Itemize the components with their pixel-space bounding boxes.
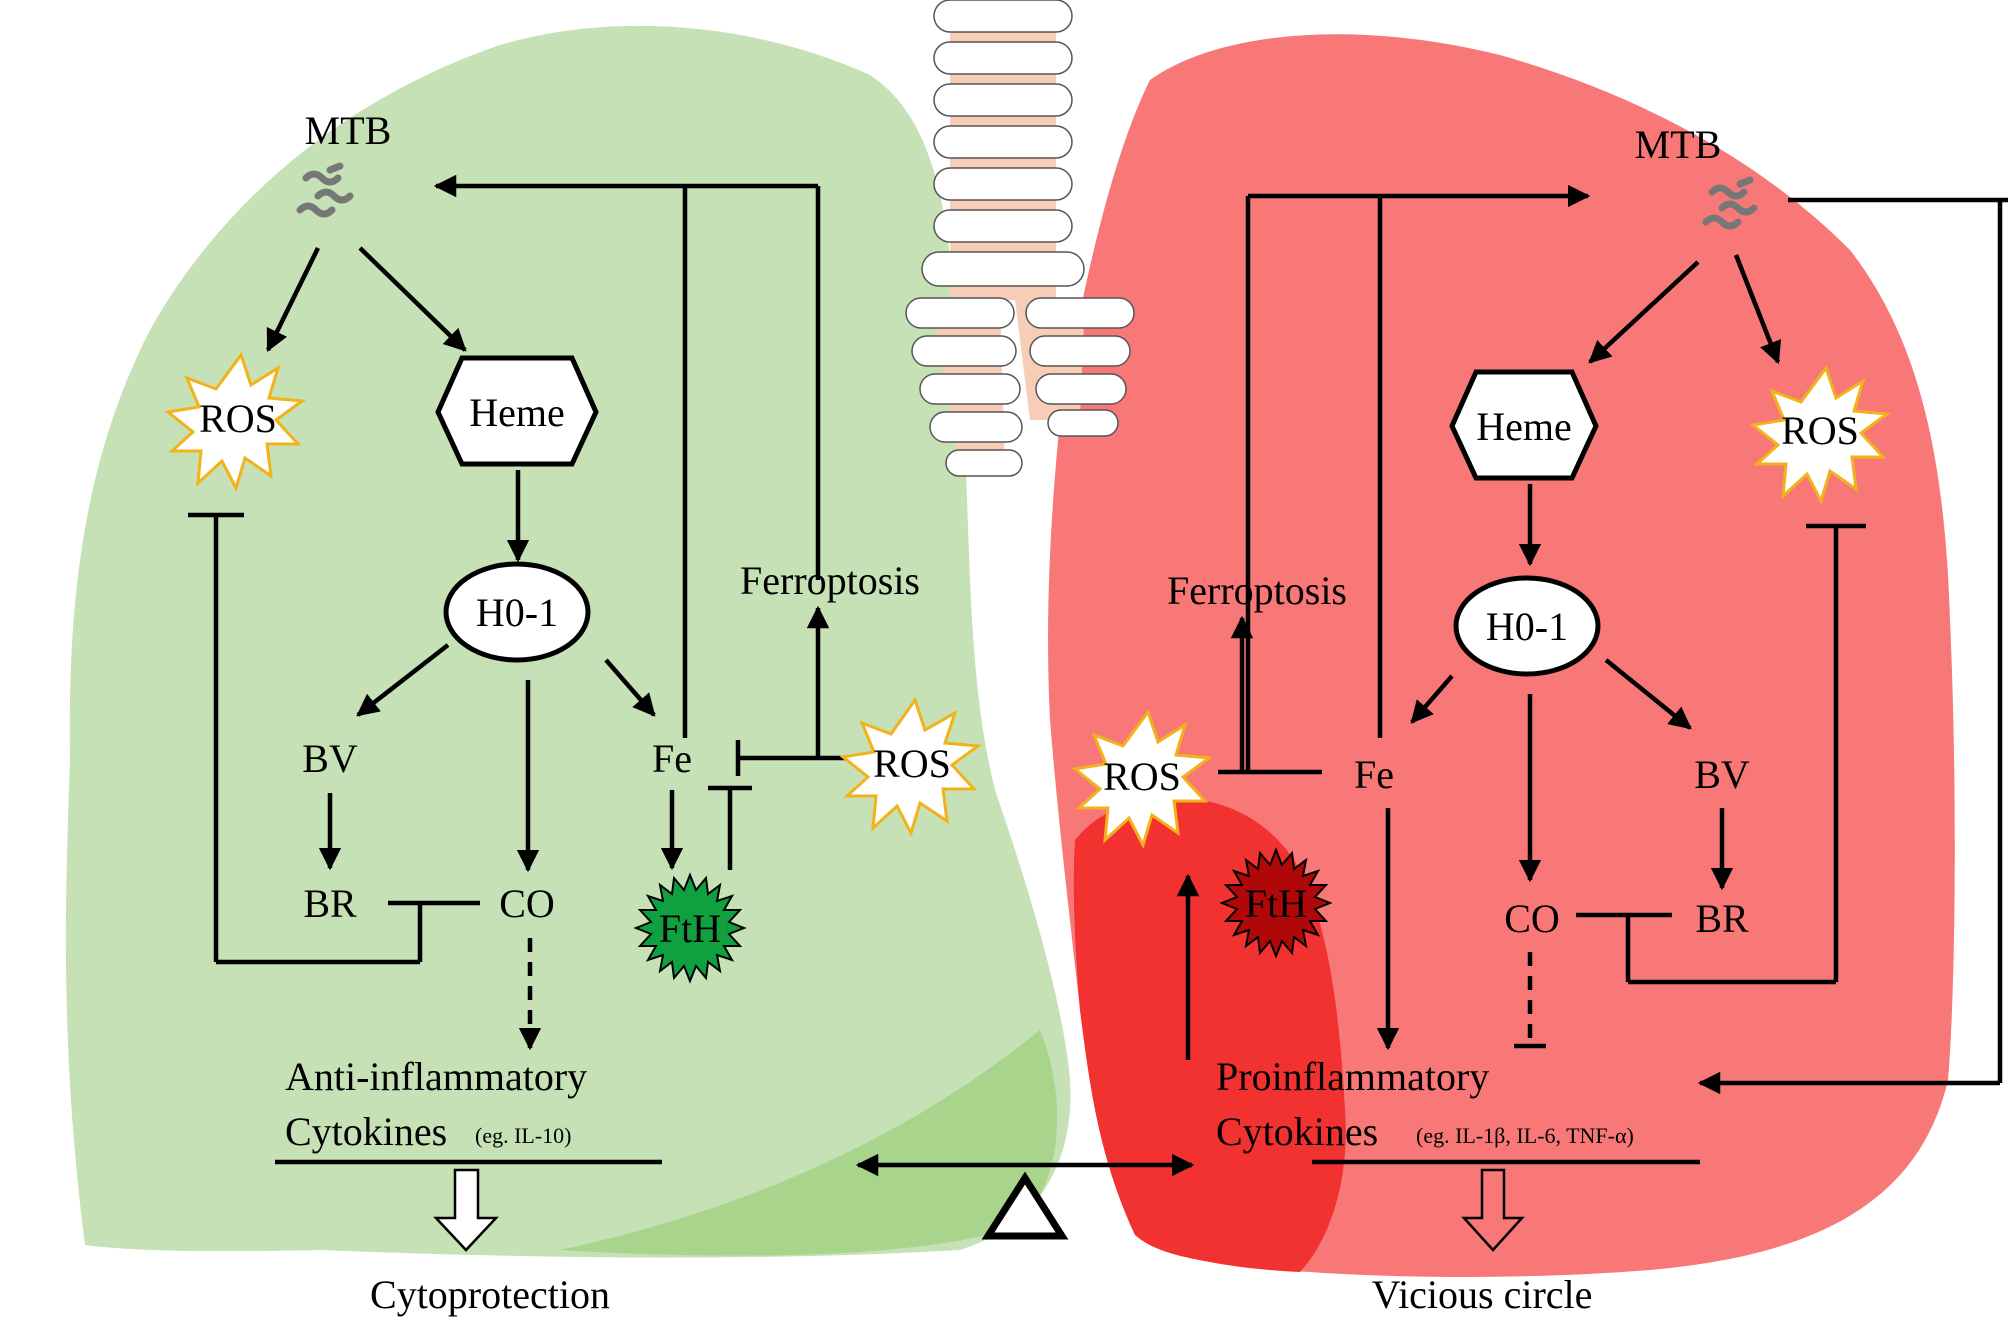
fulcrum-triangle [981,1171,1069,1240]
heme-label: Heme [1476,404,1572,449]
co-label: CO [1504,896,1560,941]
ros-burst-shape [1071,708,1214,849]
left-panel: MTB ROS Heme H0-1 BV BR CO [164,108,983,1317]
cytokines-example-label: (eg. IL-1β, IL-6, TNF-α) [1416,1123,1634,1148]
cytokines-label: Cytokines [285,1109,447,1154]
heme-hexagon [1449,369,1599,481]
heme-hexagon [435,355,599,467]
ros-burst-shape [1749,364,1892,505]
fe-label: Fe [1354,752,1394,797]
ros-burst-shape [164,351,307,492]
cytoprotection-hollow-arrow [433,1168,499,1252]
ferroptosis-label: Ferroptosis [740,558,920,603]
cytokines-example-label: (eg. IL-10) [475,1123,572,1148]
mtb-bacteria-icon [296,162,354,218]
ros-label: ROS [1103,754,1181,799]
fth-burst-shape [633,872,747,984]
ros-label: ROS [199,396,277,441]
ho1-ellipse [443,561,591,663]
fth-label: FtH [659,906,721,951]
vicious-circle-hollow-arrow [1461,1168,1525,1252]
fth-label: FtH [1245,881,1307,926]
br-label: BR [1695,896,1749,941]
right-panel: MTB Heme ROS H0-1 Ferroptosi [1071,122,2008,1317]
bv-label: BV [1694,752,1750,797]
fe-label: Fe [652,736,692,781]
ros-label: ROS [1781,408,1859,453]
cytoprotection-label: Cytoprotection [370,1272,610,1317]
ferroptosis-label: Ferroptosis [1167,568,1347,613]
mtb-bacteria-icon [1702,176,1758,230]
cytokines-label: Cytokines [1216,1109,1378,1154]
ros-burst-shape [839,696,983,837]
mtb-label: MTB [305,108,392,153]
br-label: BR [303,881,357,926]
ho1-ellipse [1453,575,1601,677]
ros-label: ROS [873,741,951,786]
heme-label: Heme [469,390,565,435]
fth-burst-shape [1219,847,1333,959]
mtb-label: MTB [1635,122,1722,167]
balance-scale [855,1153,1195,1240]
ho1-label: H0-1 [1486,604,1568,649]
co-label: CO [499,881,555,926]
bv-label: BV [302,736,358,781]
ho1-label: H0-1 [476,590,558,635]
vicious-circle-label: Vicious circle [1372,1272,1593,1317]
proinflammatory-label: Proinflammatory [1216,1054,1489,1099]
anti-inflammatory-label: Anti-inflammatory [285,1054,587,1099]
trachea [905,0,1135,477]
